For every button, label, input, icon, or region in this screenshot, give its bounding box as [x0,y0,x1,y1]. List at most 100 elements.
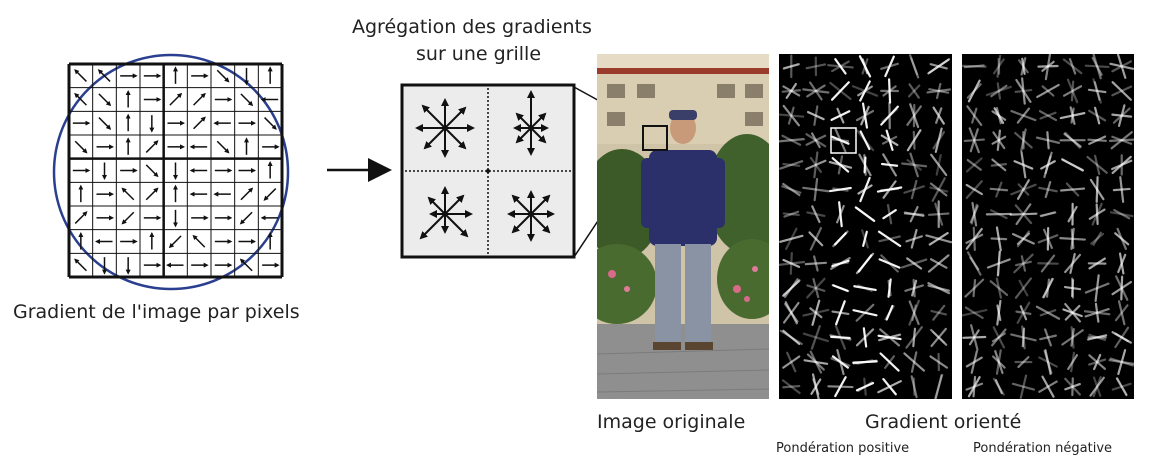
hog-glyph [880,134,899,147]
hog-glyph [781,134,802,146]
hog-glyph [991,332,1006,343]
gaussian-window-circle [52,53,290,291]
hog-glyph [962,309,988,317]
hog-glyph [782,182,801,197]
hog-glyph [811,373,820,399]
hog-glyph [782,384,801,389]
hog-glyph [831,138,850,143]
hog-glyph [781,379,801,395]
hog-glyph [1092,54,1102,80]
hog-glyph [1087,334,1108,341]
hog-glyph [1062,85,1083,97]
hog-glyph [1092,78,1102,104]
hog-glyph [806,284,826,292]
hog-glyph [1118,252,1125,275]
hog-glyph [928,58,950,74]
hog-glyph [1039,111,1057,120]
hog-glyph [1036,83,1060,99]
hog-glyph [928,88,950,94]
gradient-arrow [216,140,230,154]
hog-glyph [1035,305,1061,320]
hog-glyph [1070,326,1075,349]
hog-glyph [834,324,847,350]
gradient-arrow [121,187,135,201]
hog-glyph [1011,382,1035,391]
hog-glyph [1071,277,1075,299]
gradient-arrow [74,258,87,272]
hog-glyph [1044,349,1052,376]
hog-glyph [1111,382,1132,391]
hog-glyph [1064,382,1081,391]
histogram-arrow [530,112,547,129]
hog-glyph [1092,231,1102,246]
hog-glyph [1095,176,1099,203]
hog-glyph [963,138,985,143]
hog-glyph [965,382,984,391]
hog-glyph [1111,113,1133,118]
hog-glyph [1014,260,1032,267]
hog-glyph [929,186,949,193]
hog-glyph [1109,62,1134,70]
hog-glyph [912,130,916,150]
hog-glyph [964,306,984,320]
hog-glyph [1021,325,1026,350]
gradient-arrow [192,234,206,248]
hog-glyph [1039,211,1057,217]
hog-glyph [903,185,926,194]
hog-glyph [1017,183,1030,196]
hog-glyph [991,158,1007,172]
hog-glyph [779,160,804,170]
hog-glyph [1094,302,1100,323]
hog-glyph [862,230,868,247]
hog-glyph [1084,282,1110,294]
hog-glyph [880,62,899,70]
histogram-arrow [444,127,467,150]
histogram-arrow [515,127,532,144]
gradient-arrow [74,69,87,82]
hog-glyph [809,81,823,101]
hog-glyph [782,162,801,167]
hog-glyph [966,251,982,276]
aggregation-title-line1: Agrégation des gradients [352,16,592,38]
hog-glyph [786,351,797,373]
hog-glyph [1044,180,1052,199]
gradient-arrow [240,93,254,107]
hog-glyph [991,110,1007,121]
hog-glyph [934,374,943,399]
hog-glyph [971,201,978,227]
hog-glyph [969,128,979,153]
gradient-arrow [240,187,254,201]
hog-glyph [887,78,892,104]
gradient-arrow [98,117,112,130]
hog-glyph [995,277,1002,299]
hog-glyph [831,283,850,293]
hog-glyph [911,304,917,322]
hog-glyph [1094,106,1101,125]
hog-glyph [907,84,921,98]
original-image-caption: Image originale [597,411,746,433]
hog-glyph [1070,327,1075,347]
oriented-gradient-caption: Gradient orienté [865,411,1022,433]
hog-glyph [805,63,827,70]
hog-glyph [1111,155,1132,175]
hog-glyph [789,252,793,275]
gradient-arrow [74,140,88,154]
hog-glyph [813,105,819,126]
hog-glyph [1041,375,1055,398]
hog-glyph [831,135,850,145]
hog-glyph [1014,131,1033,149]
hog-glyph [928,231,949,246]
hog-glyph [1040,254,1056,273]
hog-glyph [1009,212,1038,216]
hog-glyph [903,352,925,372]
gradient-arrow [263,188,277,201]
hog-glyph [884,305,895,321]
hog-glyph [934,127,943,154]
hog-glyph [829,81,852,101]
hog-glyph [992,326,1006,349]
hog-glyph [962,64,987,68]
hog-glyph [930,309,948,316]
hog-glyph [806,277,826,299]
hog-glyph [882,85,897,97]
hog-glyph [887,278,892,298]
